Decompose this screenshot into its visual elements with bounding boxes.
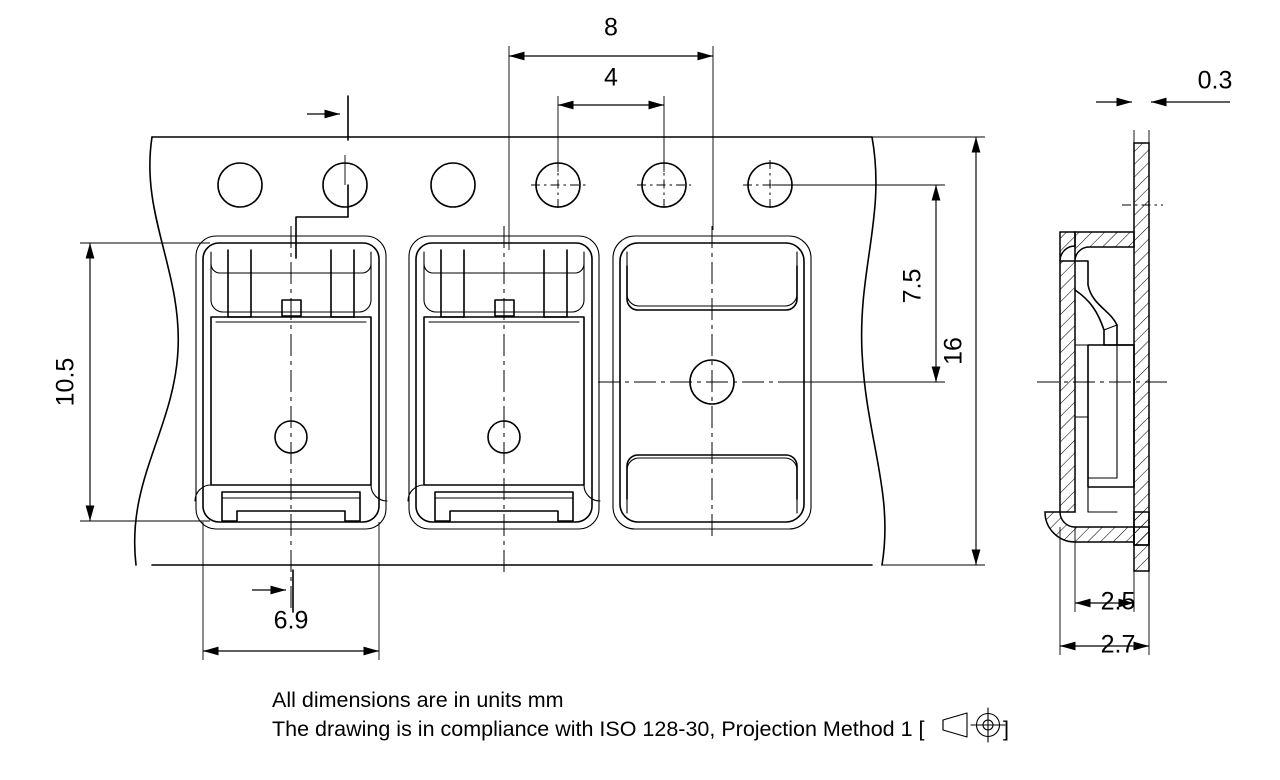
note-standard: The drawing is in compliance with ISO 12…	[272, 717, 925, 741]
note-standard-close: ]	[1003, 717, 1009, 741]
dim-label-tape-thickness: 0.3	[1198, 67, 1233, 95]
dim-label-sprocket-pitch: 4	[604, 64, 618, 92]
dimension-sprocket-pitch: 4	[557, 64, 665, 172]
dim-label-pocket-height: 10.5	[52, 358, 80, 407]
cross-section-view	[1037, 142, 1170, 572]
section-arrow-bottom	[252, 569, 294, 613]
section-interior-contour	[1074, 260, 1135, 513]
break-line-right	[860, 136, 886, 566]
dimension-pocket-pitch: 8	[508, 14, 714, 250]
section-upper-flange	[1074, 231, 1135, 262]
dim-label-depth-inner: 2.5	[1101, 588, 1136, 616]
top-plan-view	[133, 95, 940, 613]
sprocket-hole-row	[217, 155, 812, 211]
dim-label-depth-outer: 2.7	[1101, 631, 1136, 659]
dimension-depth-outer: 2.7	[1059, 527, 1150, 659]
dimension-tape-width: 16	[872, 136, 985, 566]
drawing-notes: All dimensions are in units mm The drawi…	[272, 688, 1009, 743]
note-units: All dimensions are in units mm	[272, 688, 564, 712]
dim-label-pocket-width: 6.9	[274, 607, 309, 635]
dimension-pocket-height: 10.5	[52, 242, 210, 522]
break-line-left	[133, 136, 180, 566]
tape-body-outline	[133, 136, 886, 566]
section-left-wall-long	[1059, 260, 1076, 513]
first-angle-projection-symbol	[942, 707, 1006, 743]
dim-label-pocket-pitch: 8	[604, 14, 618, 42]
dimension-tape-thickness: 0.3	[1096, 67, 1232, 232]
dim-label-sprocket-to-center: 7.5	[899, 269, 927, 304]
section-left-wall	[1059, 231, 1076, 262]
dimension-sprocket-to-center: 7.5	[772, 184, 945, 383]
pocket-3	[598, 226, 940, 540]
sprocket-hole	[217, 162, 263, 208]
dim-label-tape-width: 16	[940, 337, 968, 365]
sprocket-hole	[430, 162, 476, 208]
section-tape-web	[1133, 142, 1150, 546]
dimension-pocket-width: 6.9	[202, 522, 380, 660]
section-arrow-top	[295, 95, 349, 259]
section-lower-lip	[1133, 526, 1150, 572]
dimension-depth-inner: 2.5	[1074, 527, 1136, 616]
pocket-1	[194, 226, 388, 608]
